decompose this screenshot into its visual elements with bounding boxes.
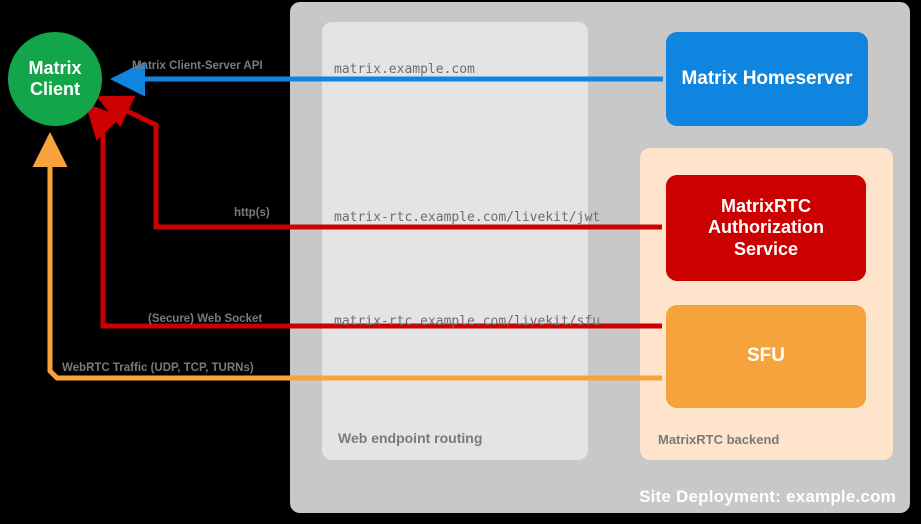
edge-livekit-sfu bbox=[85, 103, 662, 329]
edge-webrtc-traffic bbox=[32, 131, 662, 381]
edge-label-https: http(s) bbox=[234, 207, 270, 219]
sfu-label: SFU bbox=[747, 345, 785, 367]
matrix-client-label-line1: Matrix bbox=[28, 58, 82, 79]
auth-label-line2: Authorization bbox=[708, 217, 824, 238]
node-matrixrtc-authorization-service[interactable]: MatrixRTC Authorization Service bbox=[666, 175, 866, 281]
edge-label-client-server-api: Matrix Client-Server API bbox=[132, 60, 263, 72]
auth-label-line3: Service bbox=[733, 238, 799, 259]
web-endpoint-routing-label: Web endpoint routing bbox=[338, 430, 483, 446]
endpoint-label-matrix-domain: matrix.example.com bbox=[334, 62, 475, 77]
edge-livekit-jwt bbox=[96, 95, 662, 230]
site-deployment-label: Site Deployment: example.com bbox=[639, 487, 896, 506]
node-sfu[interactable]: SFU bbox=[666, 305, 866, 408]
matrix-client-label-line2: Client bbox=[29, 79, 80, 99]
node-matrix-homeserver[interactable]: Matrix Homeserver bbox=[666, 32, 868, 126]
endpoint-label-livekit-sfu: matrix-rtc.example.com/livekit/sfu bbox=[334, 314, 601, 329]
node-matrix-client[interactable]: Matrix Client bbox=[8, 32, 102, 126]
auth-label-line1: MatrixRTC bbox=[720, 196, 811, 217]
matrixrtc-backend-label: MatrixRTC backend bbox=[658, 432, 780, 447]
edge-label-webrtc-traffic: WebRTC Traffic (UDP, TCP, TURNs) bbox=[62, 362, 254, 374]
web-endpoint-routing-container: Web endpoint routing bbox=[322, 22, 588, 460]
edge-label-web-socket: (Secure) Web Socket bbox=[148, 313, 263, 325]
endpoint-label-livekit-jwt: matrix-rtc.example.com/livekit/jwt bbox=[334, 210, 601, 225]
matrix-homeserver-label: Matrix Homeserver bbox=[681, 67, 853, 89]
